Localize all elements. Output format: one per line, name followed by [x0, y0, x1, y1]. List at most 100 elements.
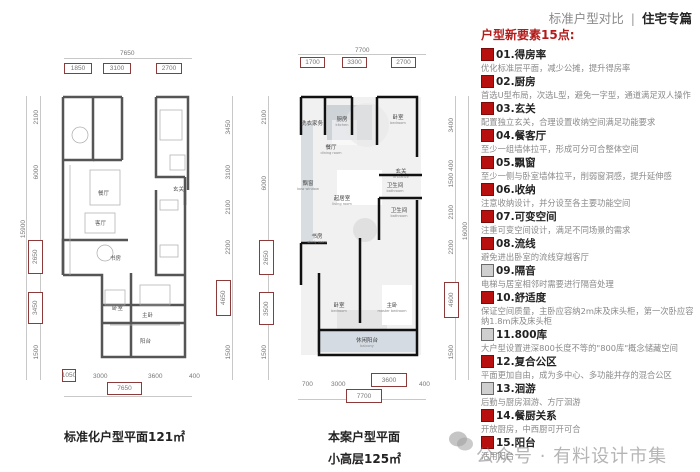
point-item: 05.飘窗至少一侧与卧室墙体拉平，削弱窗洞感，提升延伸感	[481, 155, 700, 181]
point-header: 02.厨房	[481, 74, 700, 89]
left-dim-3: 2650	[28, 240, 43, 274]
wechat-icon	[449, 431, 473, 451]
point-header: 05.飘窗	[481, 155, 700, 170]
top-total-dim: 7650	[120, 50, 135, 57]
point-label: 12.复合公区	[496, 356, 557, 368]
red-square-marker-icon	[481, 156, 494, 169]
right-dim-3: 1500	[448, 173, 455, 188]
point-description: 开放厨房，中西厨可开可合	[481, 424, 581, 434]
svg-text:kitchen: kitchen	[336, 123, 349, 127]
svg-text:卫生间: 卫生间	[391, 206, 408, 214]
header-topic: 标准户型对比	[548, 11, 624, 26]
left-dim-4: 3500	[259, 292, 274, 325]
point-header: 08.流线	[481, 236, 700, 251]
svg-text:洗衣家务: 洗衣家务	[301, 119, 324, 127]
red-square-marker-icon	[481, 291, 494, 304]
right-dim-4: 2200	[225, 240, 232, 255]
bottom-dim-1: 700	[302, 381, 313, 388]
point-item: 15.阳台活用阳台	[481, 435, 700, 461]
point-item: 14.餐厨关系开放厨房，中西厨可开可合	[481, 408, 700, 434]
svg-text:living room: living room	[332, 202, 352, 206]
svg-text:卫生间: 卫生间	[387, 181, 404, 189]
red-square-marker-icon	[481, 355, 494, 368]
bottom-dim-2: 3000	[93, 373, 108, 380]
svg-text:bow window: bow window	[297, 187, 319, 191]
plan-project-caption-1: 本案户型平面	[328, 430, 401, 444]
point-header: 07.可变空间	[481, 209, 700, 224]
bottom-dim-4: 400	[189, 373, 200, 380]
plan-standard: 7650 1850 3100 2700 2100 6000 15900 2650…	[0, 0, 240, 472]
page-header: 标准户型对比 | 住宅专篇	[549, 8, 692, 27]
bottom-total-dim: 7700	[346, 389, 382, 403]
point-label: 04.餐客厅	[496, 130, 547, 142]
header-section: 住宅专篇	[641, 11, 692, 26]
bottom-dim-1: 1050	[62, 369, 76, 382]
point-label: 01.得房率	[496, 49, 547, 61]
red-square-marker-icon	[481, 75, 494, 88]
point-label: 08.流线	[496, 238, 536, 250]
red-square-marker-icon	[481, 129, 494, 142]
svg-text:entrance: entrance	[393, 175, 409, 179]
svg-text:休闲阳台: 休闲阳台	[356, 336, 379, 344]
point-header: 13.洄游	[481, 381, 700, 396]
header-separator: |	[630, 11, 635, 26]
right-dim-3: 2100	[225, 200, 232, 215]
point-label: 09.隔音	[496, 265, 536, 277]
top-dim-3: 2700	[156, 63, 182, 74]
gray-square-marker-icon	[481, 264, 494, 277]
svg-text:dining room: dining room	[321, 151, 343, 155]
right-dim-2: 400	[448, 160, 455, 171]
red-square-marker-icon	[481, 102, 494, 115]
right-dim-5: 2200	[448, 240, 455, 255]
svg-text:厨房: 厨房	[336, 115, 348, 123]
svg-text:bathroom: bathroom	[390, 214, 408, 218]
svg-text:balcony: balcony	[360, 344, 374, 348]
point-description: 注重可变空间设计，满足不同场景的需求	[481, 225, 631, 235]
right-dim-4: 2100	[448, 205, 455, 220]
point-label: 13.洄游	[496, 383, 536, 395]
red-square-marker-icon	[481, 183, 494, 196]
point-description: 配置独立玄关，合理设置收纳空间满足功能要求	[481, 117, 656, 127]
left-dim-5: 1500	[33, 345, 40, 360]
top-dim-2: 3100	[103, 63, 131, 74]
svg-text:卧室: 卧室	[333, 301, 345, 309]
point-label: 11.800库	[496, 329, 548, 341]
svg-text:餐厅: 餐厅	[98, 189, 110, 197]
point-description: 优化标准层平面，减少公摊，提升得房率	[481, 63, 631, 73]
panel-title: 户型新要素15点:	[481, 28, 575, 42]
point-description: 大户型设置进深800长度不等的"800库"概念储藏空间	[481, 343, 678, 353]
svg-text:阳台: 阳台	[140, 337, 152, 345]
point-item: 10.舒适度保证空间质量，主卧应容纳2m床及床头柜，第一次卧应容纳1.8m床及床…	[481, 290, 700, 326]
point-item: 01.得房率优化标准层平面，减少公摊，提升得房率	[481, 47, 700, 73]
point-header: 15.阳台	[481, 435, 700, 450]
svg-text:主卧: 主卧	[142, 311, 154, 319]
point-header: 06.收纳	[481, 182, 700, 197]
plan-project: 7700 1700 3300 2700 2100 6000 2650 3500 …	[255, 0, 485, 472]
red-square-marker-icon	[481, 237, 494, 250]
point-description: 平面更加自由，成为多中心、多功能并存的混合公区	[481, 370, 672, 380]
svg-text:客厅: 客厅	[95, 219, 107, 227]
left-total-dim: 15900	[20, 220, 27, 239]
point-item: 11.800库大户型设置进深800长度不等的"800库"概念储藏空间	[481, 327, 700, 353]
watermark: 公众号 · 有料设计市集	[476, 446, 668, 467]
point-description: 注意收纳设计，并分设至各主要功能空间	[481, 198, 631, 208]
bottom-dim-3: 3600	[148, 373, 163, 380]
point-header: 09.隔音	[481, 263, 700, 278]
point-description: 电梯与居室相邻时需要进行隔音处理	[481, 279, 614, 289]
point-item: 08.流线避免进出卧室的流线穿越客厅	[481, 236, 700, 262]
point-description: 至少一侧与卧室墙体拉平，削弱窗洞感，提升延伸感	[481, 171, 672, 181]
point-label: 03.玄关	[496, 103, 536, 115]
svg-text:bathroom: bathroom	[386, 189, 404, 193]
point-header: 10.舒适度	[481, 290, 700, 305]
point-item: 04.餐客厅至少一组墙体拉平，形成可分可合整体空间	[481, 128, 700, 154]
top-total-dim: 7700	[355, 47, 370, 54]
right-dim-6: 4600	[444, 282, 459, 318]
point-item: 09.隔音电梯与居室相邻时需要进行隔音处理	[481, 263, 700, 289]
svg-text:玄关: 玄关	[395, 167, 407, 175]
point-item: 12.复合公区平面更加自由，成为多中心、多功能并存的混合公区	[481, 354, 700, 380]
point-label: 02.厨房	[496, 76, 536, 88]
svg-text:玄关: 玄关	[173, 185, 185, 193]
point-label: 05.飘窗	[496, 157, 536, 169]
point-description: 至少一组墙体拉平，形成可分可合整体空间	[481, 144, 639, 154]
